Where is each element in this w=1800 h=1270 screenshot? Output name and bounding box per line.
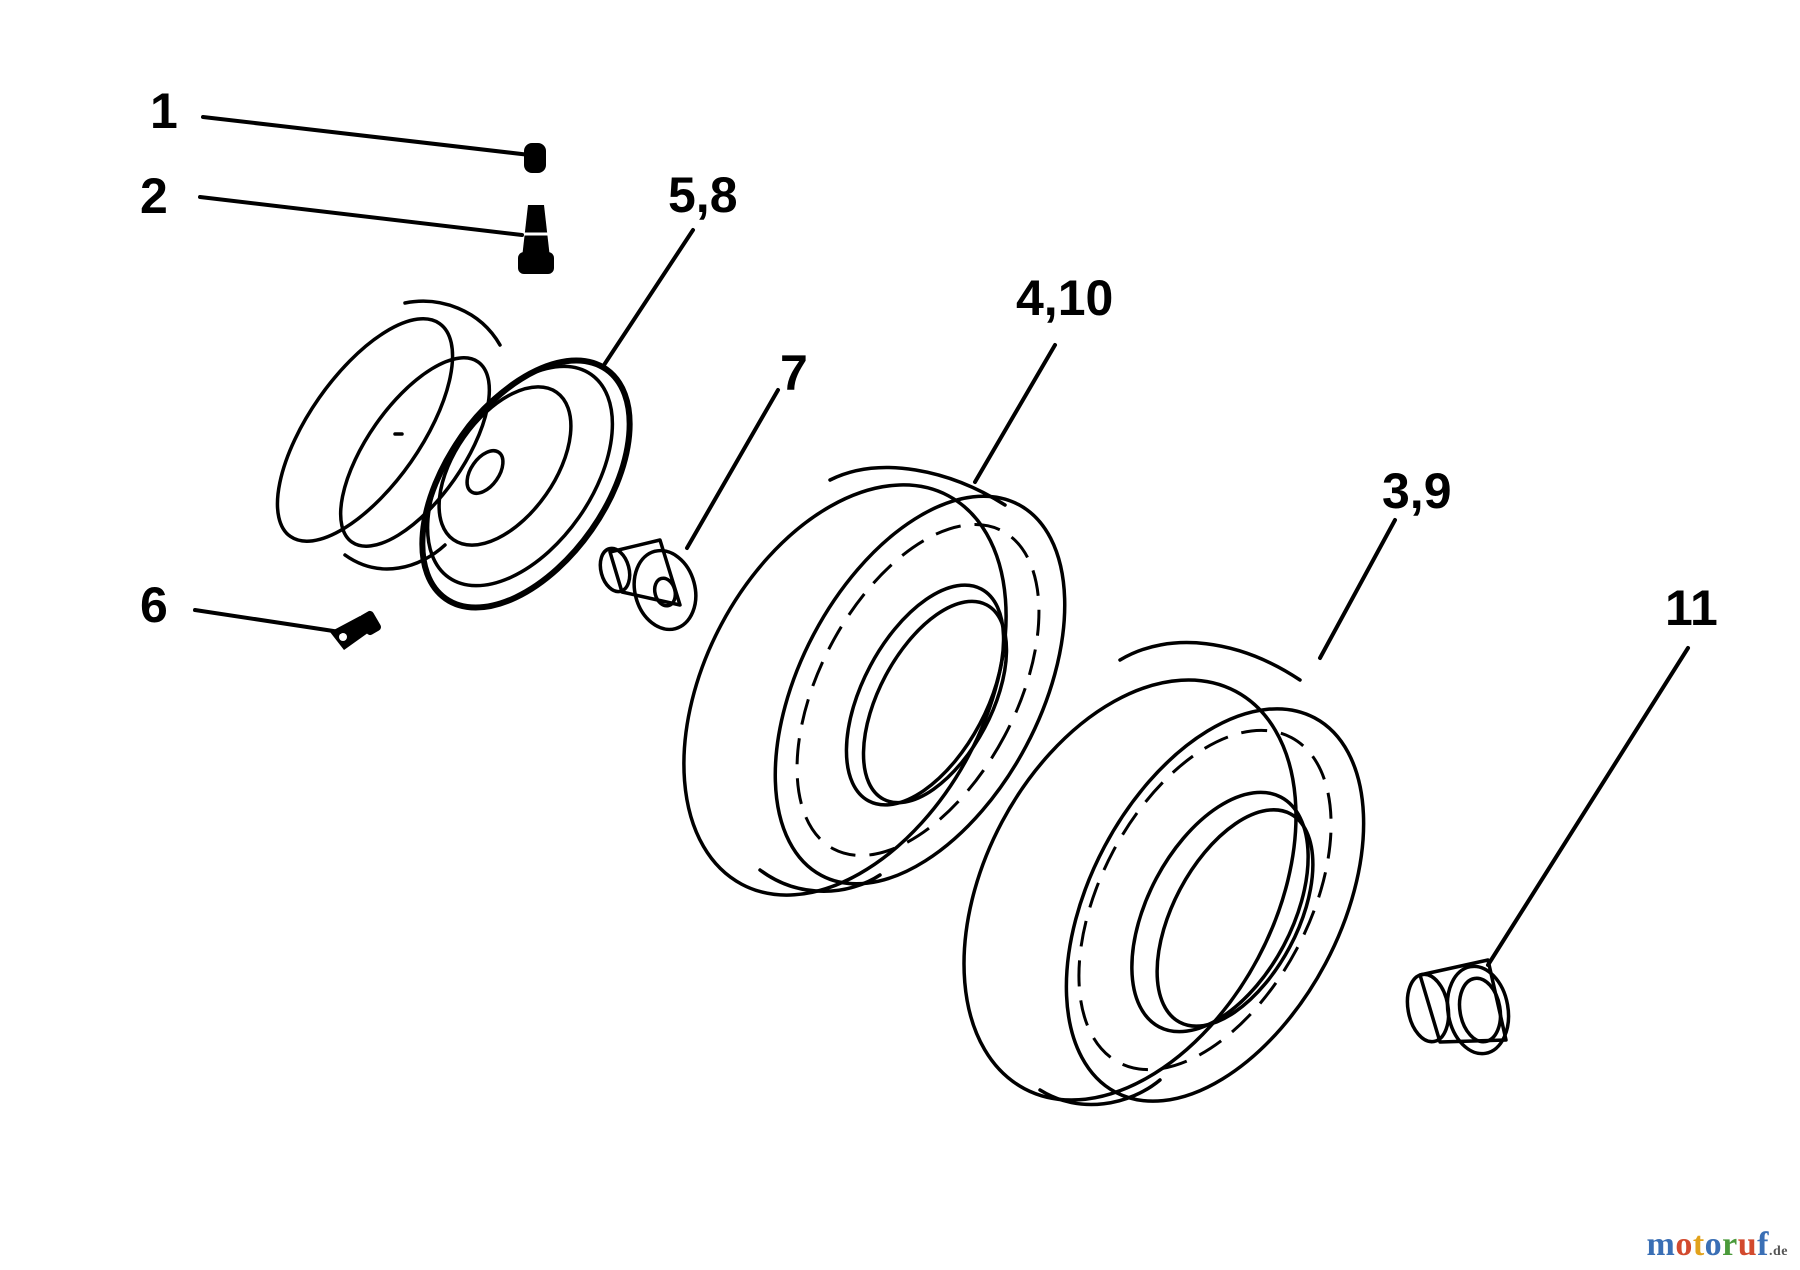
watermark-letter: t (1692, 1226, 1705, 1263)
tire-front (682, 465, 1067, 897)
watermark-letter: o (1704, 1226, 1723, 1263)
leader-line-39 (1318, 518, 1397, 660)
watermark-letter: f (1757, 1226, 1769, 1263)
flange-bushing (598, 538, 698, 632)
leader-line-6 (193, 608, 342, 634)
watermark-letter: o (1675, 1226, 1693, 1263)
callout-label-39: 3,9 (1382, 463, 1452, 519)
leader-line-410 (973, 343, 1057, 484)
watermark-letter: m (1646, 1226, 1676, 1263)
watermark-letter: u (1737, 1226, 1758, 1263)
wheel-rim (275, 299, 633, 611)
watermark-letter: r (1722, 1226, 1738, 1263)
callout-label-2: 2 (140, 168, 168, 224)
watermark-suffix: .de (1769, 1244, 1788, 1259)
bearing (1405, 958, 1511, 1056)
tire-rear (962, 640, 1366, 1107)
callout-label-6: 6 (140, 577, 168, 633)
watermark-logo: motoruf.de (1647, 1226, 1789, 1264)
callout-label-58: 5,8 (668, 167, 738, 223)
callout-label-11: 11 (1665, 580, 1718, 636)
leader-line-7 (685, 388, 780, 550)
leader-line-2 (198, 195, 524, 237)
valve-cap (524, 143, 546, 173)
leader-line-11 (1486, 646, 1690, 967)
bolt (330, 610, 381, 650)
valve-stem (518, 205, 554, 274)
leader-line-1 (201, 115, 532, 157)
callout-label-410: 4,10 (1016, 270, 1113, 326)
leader-line-58 (602, 228, 695, 367)
callout-label-7: 7 (780, 345, 808, 401)
callout-label-1: 1 (150, 83, 178, 139)
